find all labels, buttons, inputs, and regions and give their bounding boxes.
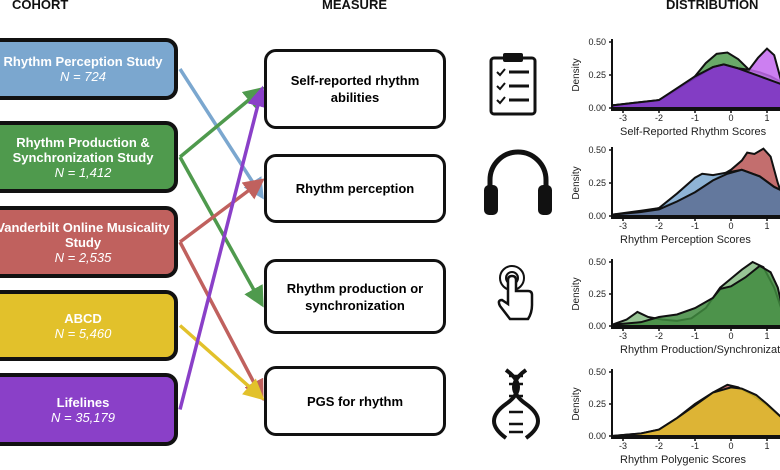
x-axis-title: Rhythm Production/Synchronization <box>620 344 780 356</box>
cohort-n: N = 2,535 <box>54 249 112 265</box>
x-tick-label: 1 <box>764 113 769 123</box>
measure-label: PGS for rhythm <box>306 393 404 409</box>
y-axis-title: Density <box>571 166 582 199</box>
cohort-box: Rhythm Production & Synchronization Stud… <box>0 121 178 193</box>
measure-label: Rhythm production or synchronization <box>286 280 424 313</box>
link-arrow <box>178 178 265 244</box>
y-tick-label: 0.50 <box>588 257 606 267</box>
x-tick-label: 1 <box>764 441 769 451</box>
y-tick-label: 0.25 <box>588 399 606 409</box>
x-tick-label: -2 <box>655 441 663 451</box>
x-axis-title: Rhythm Perception Scores <box>620 234 751 246</box>
x-tick-label: -1 <box>691 221 699 231</box>
cohort-n: N = 35,179 <box>51 409 115 425</box>
link-arrow <box>178 324 265 401</box>
finger-tap-icon <box>497 265 534 321</box>
x-tick-label: 0 <box>728 331 733 341</box>
clipboard-checklist-icon <box>489 53 537 116</box>
x-tick-label: -3 <box>619 441 627 451</box>
y-tick-label: 0.25 <box>588 178 606 188</box>
y-tick-label: 0.50 <box>588 367 606 377</box>
density-curve <box>611 168 780 217</box>
x-tick-label: -2 <box>655 221 663 231</box>
measure-box: Rhythm production or synchronization <box>264 259 446 334</box>
y-tick-label: 0.00 <box>588 431 606 441</box>
x-axis-title: Self-Reported Rhythm Scores <box>620 126 767 138</box>
density-curve <box>612 386 780 437</box>
x-tick-label: -2 <box>655 331 663 341</box>
x-tick-label: -3 <box>619 221 627 231</box>
link-arrow <box>178 156 264 308</box>
x-tick-label: -1 <box>691 441 699 451</box>
y-axis-title: Density <box>571 387 582 420</box>
x-tick-label: 1 <box>764 331 769 341</box>
dna-icon <box>492 368 540 440</box>
distribution-header: DISTRIBUTION <box>666 0 759 12</box>
link-arrow <box>178 241 264 402</box>
y-tick-label: 0.00 <box>588 103 606 113</box>
measure-box: PGS for rhythm <box>264 366 446 436</box>
cohort-name: Rhythm Production & Synchronization Stud… <box>12 134 154 165</box>
x-tick-label: 0 <box>728 113 733 123</box>
measure-box: Rhythm perception <box>264 154 446 223</box>
cohort-header: COHORT <box>12 0 69 12</box>
cohort-n: N = 1,412 <box>54 164 112 180</box>
y-tick-label: 0.25 <box>588 70 606 80</box>
link-arrow <box>178 68 264 200</box>
cohort-name: Vanderbilt Online Musicality Study <box>0 219 170 250</box>
y-tick-label: 0.50 <box>588 145 606 155</box>
x-tick-label: 0 <box>728 441 733 451</box>
x-tick-label: 0 <box>728 221 733 231</box>
x-tick-label: 1 <box>764 221 769 231</box>
link-arrow <box>178 85 268 410</box>
cohort-name: Lifelines <box>56 394 110 410</box>
y-tick-label: 0.50 <box>588 37 606 47</box>
y-axis-title: Density <box>571 277 582 310</box>
measure-header: MEASURE <box>322 0 388 12</box>
y-tick-label: 0.00 <box>588 321 606 331</box>
x-axis-title: Rhythm Polygenic Scores <box>620 454 746 466</box>
x-tick-label: -1 <box>691 331 699 341</box>
measure-label: Rhythm perception <box>295 181 415 196</box>
x-tick-label: -3 <box>619 113 627 123</box>
cohort-n: N = 5,460 <box>54 325 112 341</box>
measure-box: Self-reported rhythm abilities <box>264 49 446 129</box>
x-tick-label: -2 <box>655 113 663 123</box>
x-tick-label: -1 <box>691 113 699 123</box>
cohort-n: N = 724 <box>60 69 106 84</box>
density-curve <box>611 264 780 327</box>
cohort-name: ABCD <box>64 310 102 326</box>
y-tick-label: 0.25 <box>588 289 606 299</box>
density-curve <box>611 63 780 109</box>
y-axis-title: Density <box>571 58 582 91</box>
cohort-name: Rhythm Perception Study <box>3 54 163 69</box>
measure-label: Self-reported rhythm abilities <box>290 73 420 105</box>
y-tick-label: 0.00 <box>588 211 606 221</box>
x-tick-label: -3 <box>619 331 627 341</box>
headphones-icon <box>484 149 552 215</box>
